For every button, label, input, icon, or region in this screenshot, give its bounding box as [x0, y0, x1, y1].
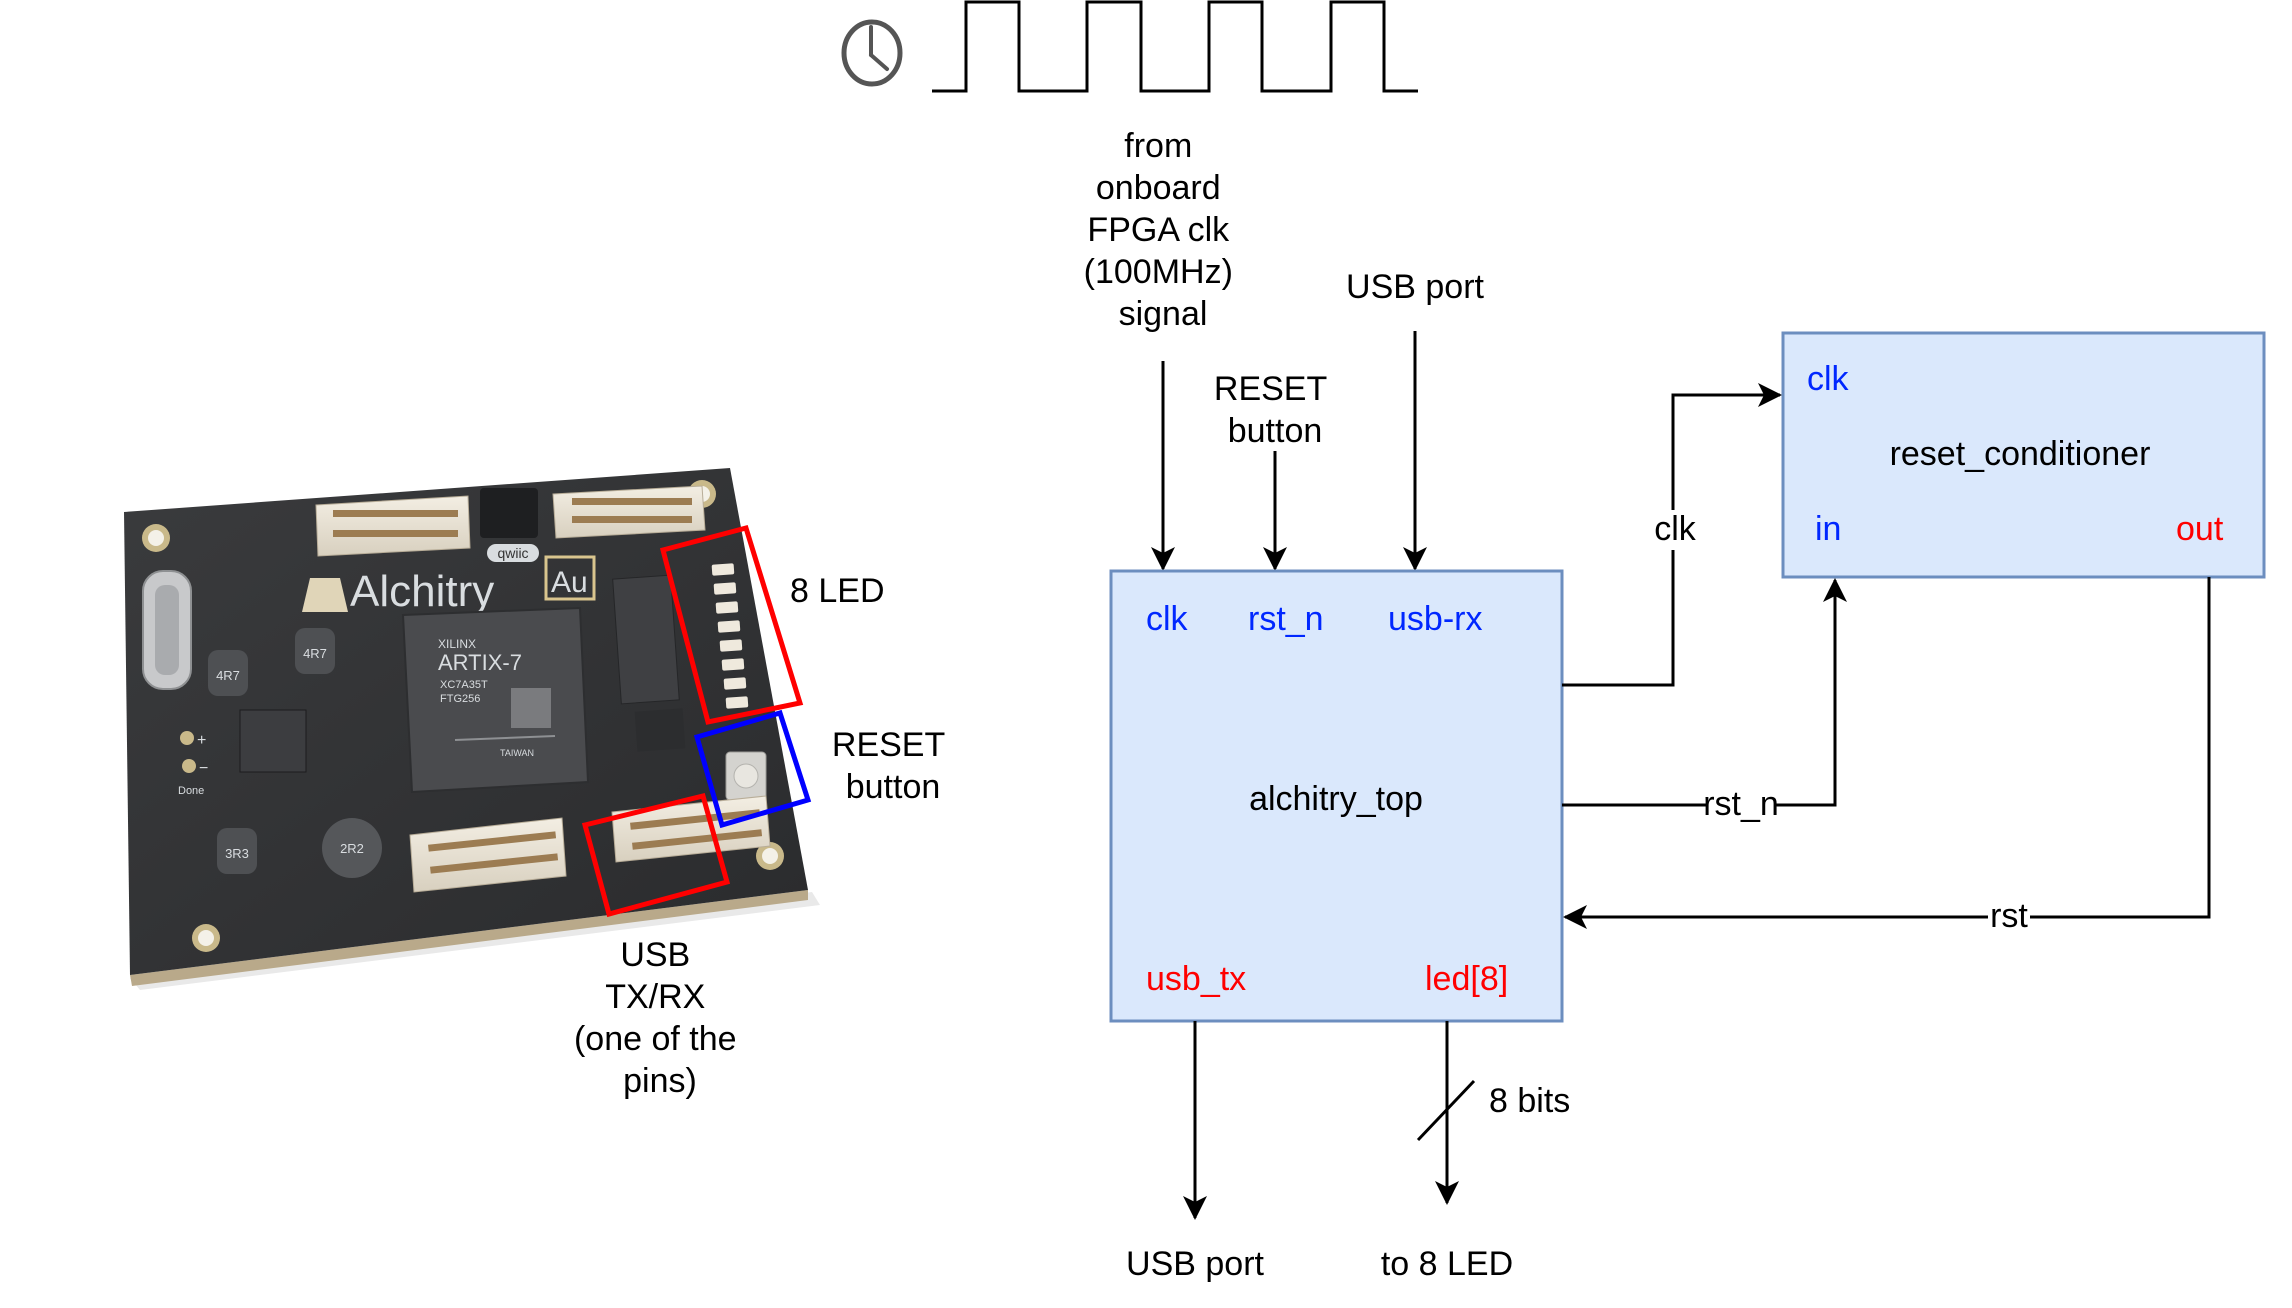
mounting-hole: [192, 924, 220, 952]
inductor: 3R3: [217, 828, 257, 874]
reset-button-input-label: RESET button: [1214, 370, 1336, 450]
done-label: Done: [178, 785, 204, 797]
reset-callout-label: RESET button: [832, 726, 954, 806]
usb-c-connector: [142, 570, 192, 690]
port-out: out: [2176, 510, 2224, 548]
flash-chip: [634, 708, 686, 752]
mounting-hole: [142, 524, 170, 552]
led-output-label: to 8 LED: [1381, 1245, 1513, 1283]
clock-source-label: from onboard FPGA clk (100MHz) signal: [1084, 127, 1243, 333]
alchitry-top-module[interactable]: clk rst_n usb-rx alchitry_top usb_tx led…: [1109, 569, 1564, 1023]
fpga-text: XC7A35T: [440, 679, 488, 691]
memory-chip: [612, 574, 680, 705]
reset-callout-line: button: [846, 768, 941, 806]
led-highlight-box[interactable]: [659, 524, 804, 725]
clock-label-line: from: [1124, 127, 1192, 165]
clock-label-line: signal: [1119, 295, 1208, 333]
port-led: led[8]: [1425, 960, 1508, 998]
port-usb-rx: usb-rx: [1388, 600, 1482, 638]
clock-label-line: onboard: [1096, 169, 1221, 207]
reset-highlight-box[interactable]: [693, 709, 812, 829]
inductor: 4R7: [295, 628, 335, 674]
mounting-hole: [756, 842, 784, 870]
clock-label-line: FPGA clk: [1087, 211, 1230, 249]
usb-callout-line: (one of the: [574, 1020, 737, 1058]
fpga-text: TAIWAN: [500, 748, 534, 758]
reset-pushbutton: [725, 751, 767, 801]
minus-label: −: [199, 760, 208, 777]
svg-text:3R3: 3R3: [225, 846, 249, 861]
clock-icon: [841, 19, 903, 87]
port-clk: clk: [1146, 600, 1189, 638]
usb-callout-label: USB TX/RX (one of the pins): [574, 936, 746, 1100]
alchitry-logo: Alchitry Au qwiic: [302, 544, 596, 616]
rst-connection: rst: [1563, 577, 2211, 935]
top-connector-right: [552, 485, 706, 539]
usb-highlight-box[interactable]: [581, 792, 731, 918]
port-clk: clk: [1807, 360, 1850, 398]
svg-text:4R7: 4R7: [303, 646, 327, 661]
usb-port-output-label: USB port: [1126, 1245, 1264, 1283]
svg-text:4R7: 4R7: [216, 668, 240, 683]
fpga-text: XILINX: [438, 637, 476, 651]
inductor: 2R2: [322, 818, 382, 878]
clock-label-line: (100MHz): [1084, 253, 1233, 291]
top-connector-left: [315, 495, 471, 557]
module-name: alchitry_top: [1249, 780, 1423, 818]
alchitry-au-board: Alchitry Au qwiic XILINX ARTIX-7 XC7A35T…: [124, 468, 820, 990]
plus-label: +: [197, 732, 206, 749]
usb-callout-line: USB: [620, 936, 690, 974]
port-usb-tx: usb_tx: [1146, 960, 1246, 998]
bottom-connector-left: [409, 817, 567, 893]
rst-n-wire-label: rst_n: [1703, 785, 1779, 823]
fpga-text: FTG256: [440, 693, 480, 705]
fpga-chip: XILINX ARTIX-7 XC7A35T FTG256 TAIWAN: [401, 606, 590, 794]
usb-port-input-label: USB port: [1346, 268, 1484, 306]
module-name: reset_conditioner: [1890, 435, 2151, 473]
reset-callout-line: RESET: [832, 726, 945, 764]
reset-label-line: RESET: [1214, 370, 1327, 408]
clock-source: from onboard FPGA clk (100MHz) signal: [841, 0, 1418, 333]
clk-connection: clk: [1562, 383, 1782, 687]
port-rst-n: rst_n: [1248, 600, 1324, 638]
usb-callout-line: pins): [623, 1062, 697, 1100]
reset-label-line: button: [1228, 412, 1323, 450]
port-in: in: [1815, 510, 1841, 548]
rst-n-connection: rst_n: [1562, 578, 1847, 824]
brand-text: Alchitry: [350, 567, 494, 616]
power-ic: [239, 709, 307, 773]
bottom-connector-usb: [611, 795, 771, 863]
led-array: [711, 563, 749, 709]
rst-wire-label: rst: [1990, 897, 2028, 935]
bus-slash: [1416, 1079, 1476, 1142]
bus-width-label: 8 bits: [1489, 1082, 1570, 1120]
reset-conditioner-module[interactable]: clk reset_conditioner in out: [1781, 331, 2266, 579]
inductor: 4R7: [208, 650, 248, 696]
model-text: Au: [551, 566, 588, 599]
usb-callout-line: TX/RX: [605, 978, 705, 1016]
svg-text:2R2: 2R2: [340, 841, 364, 856]
qwiic-connector: [480, 488, 538, 538]
fpga-text: ARTIX-7: [438, 650, 522, 675]
clk-wire-label: clk: [1654, 510, 1697, 548]
clock-waveform: [932, 0, 1418, 93]
led-callout-label: 8 LED: [790, 572, 885, 610]
qwiic-text: qwiic: [497, 545, 528, 561]
